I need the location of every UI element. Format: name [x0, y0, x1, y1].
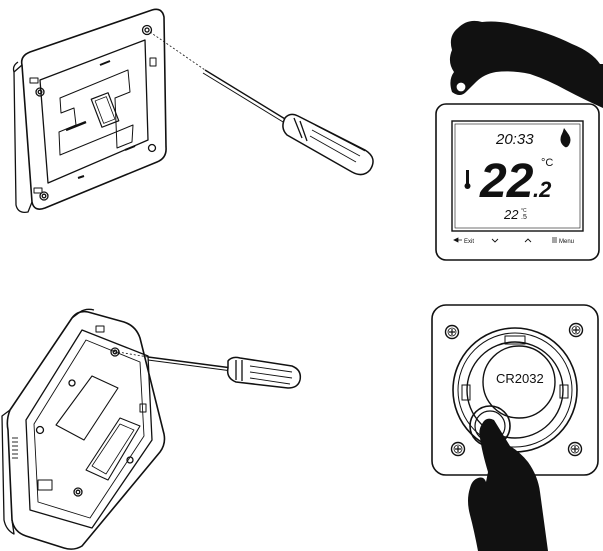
- chevron-down-icon[interactable]: [491, 238, 499, 243]
- corner-screw-icon: [444, 322, 584, 457]
- secondary-temperature-unit: °C: [521, 208, 527, 214]
- main-temperature-unit: °C: [541, 157, 553, 169]
- screw-icon: [455, 81, 467, 93]
- pointing-hand-icon: [468, 418, 548, 551]
- main-temperature: 22: [479, 155, 534, 208]
- exit-button-label: Exit: [464, 239, 474, 245]
- thermometer-icon: [464, 170, 471, 189]
- flame-icon: [560, 128, 571, 148]
- panel-backplate-screw: [12, 8, 374, 213]
- secondary-temperature: 22: [503, 207, 519, 222]
- main-temperature-decimal: .2: [533, 177, 552, 202]
- battery-label: CR2032: [496, 371, 544, 386]
- coin-battery: [482, 345, 556, 419]
- chevron-up-icon[interactable]: [524, 238, 532, 243]
- secondary-temperature-decimal: .5: [521, 214, 527, 221]
- hand-icon: [449, 20, 603, 108]
- panel-battery-compartment: CR2032: [431, 304, 599, 551]
- panel-thermostat-front: 20:33 22 .2 °C 22 .5 °C Exit Menu: [435, 20, 603, 261]
- clock-display: 20:33: [495, 131, 534, 148]
- panel-device-back-screw: [1, 308, 302, 550]
- exit-button[interactable]: Exit: [453, 237, 474, 245]
- menu-button[interactable]: Menu: [552, 237, 574, 245]
- menu-button-label: Menu: [559, 239, 574, 245]
